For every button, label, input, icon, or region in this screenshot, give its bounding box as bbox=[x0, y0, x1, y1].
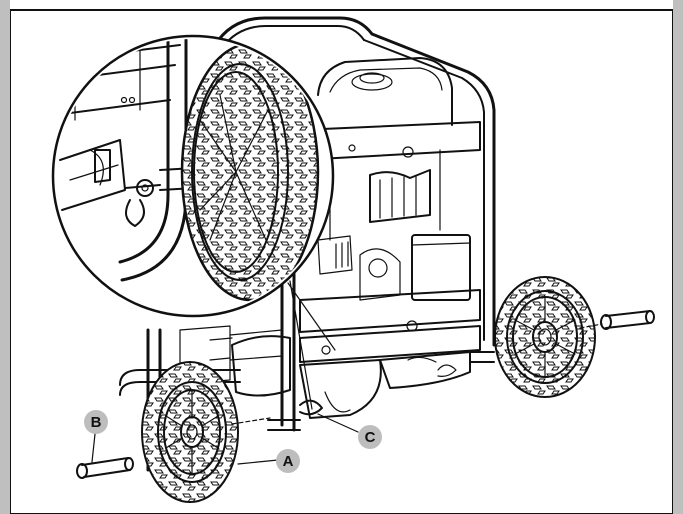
callout-a-leader bbox=[237, 459, 279, 465]
callout-b-label: B bbox=[91, 414, 102, 431]
engine-assembly bbox=[179, 57, 481, 419]
left-gray-margin bbox=[0, 0, 10, 514]
right-wheel bbox=[494, 276, 596, 398]
callout-c-label: C bbox=[365, 429, 376, 446]
callout-c-leader bbox=[317, 413, 359, 433]
callout-c-badge bbox=[358, 425, 382, 449]
right-gray-margin bbox=[673, 0, 683, 514]
callout-c: C bbox=[358, 425, 382, 449]
hairpin-clip-C-part bbox=[299, 364, 457, 416]
magnified-detail bbox=[51, 34, 335, 318]
magnifier-leader-lines bbox=[287, 280, 336, 410]
callout-b: B bbox=[84, 410, 108, 434]
callout-b-leader bbox=[91, 433, 96, 463]
generator-frame bbox=[119, 16, 496, 472]
left-axle-pin bbox=[76, 417, 271, 479]
right-axle-pin bbox=[579, 310, 655, 330]
callout-a-label: A bbox=[283, 453, 294, 470]
callout-a: A bbox=[276, 449, 300, 473]
callout-a-badge bbox=[276, 449, 300, 473]
left-wheel bbox=[141, 361, 239, 503]
callout-b-badge bbox=[84, 410, 108, 434]
